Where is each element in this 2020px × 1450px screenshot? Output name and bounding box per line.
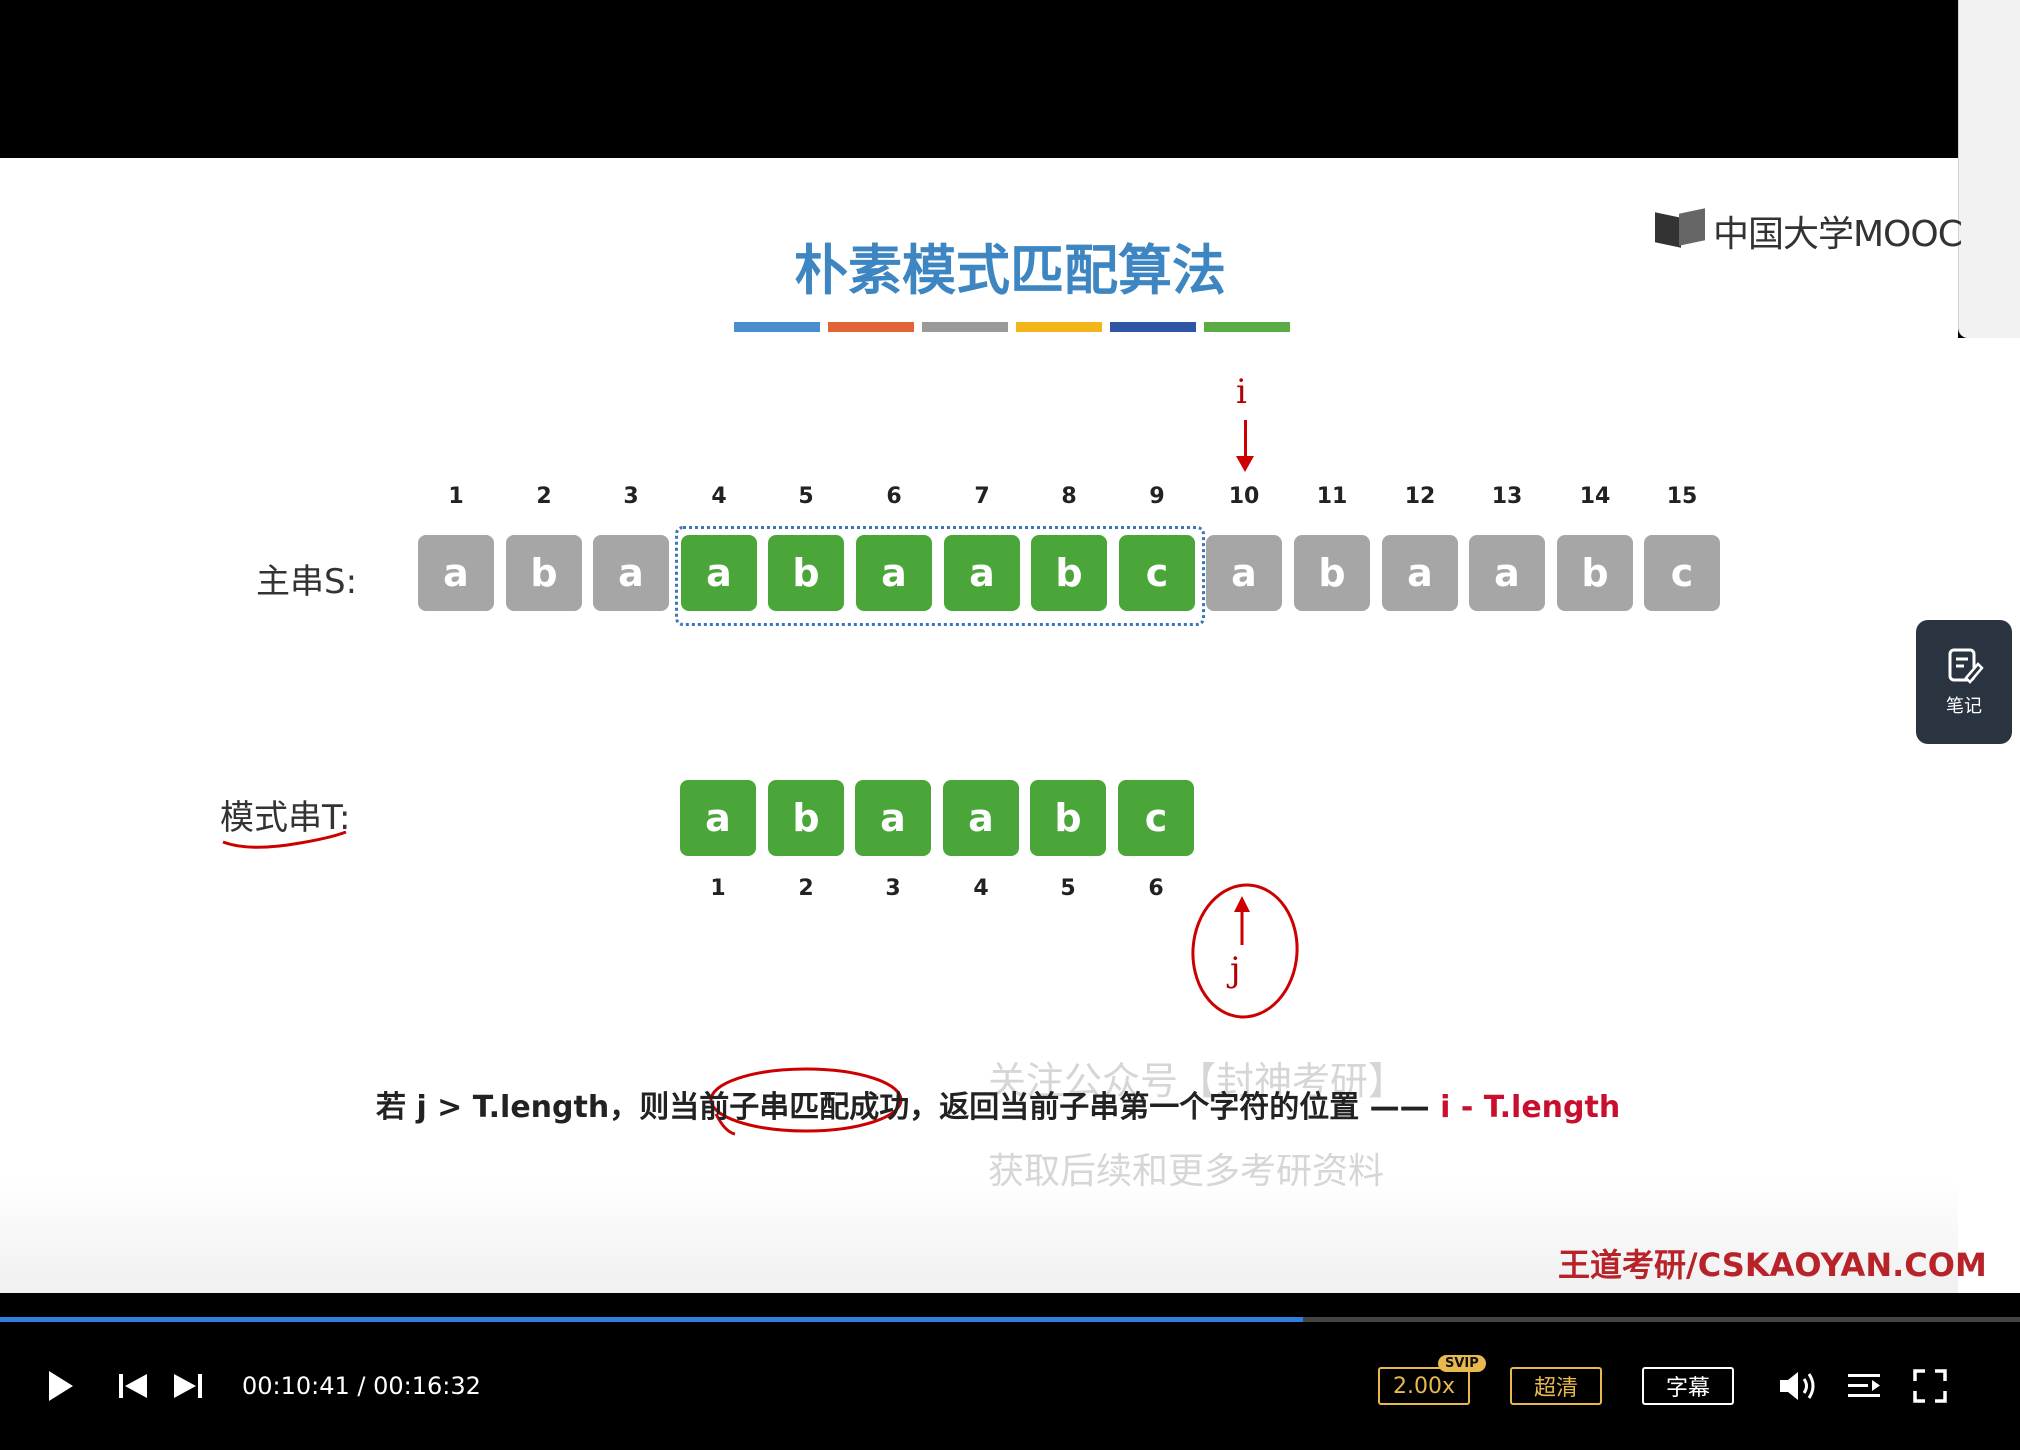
pointer-j-label: j	[1230, 950, 1241, 990]
pattern-label-underline	[222, 830, 347, 849]
watermark-line-1: 关注公众号【封神考研】	[988, 1059, 1407, 1103]
condition-result: i - T.length	[1440, 1090, 1621, 1125]
svip-badge: SVIP	[1438, 1355, 1486, 1372]
subtitle-button[interactable]: 字幕	[1642, 1367, 1734, 1405]
main-char-cell: a	[1206, 535, 1282, 611]
main-index-label: 10	[1228, 484, 1260, 509]
time-display: 00:10:41 / 00:16:32	[242, 1372, 481, 1400]
video-top-letterbox	[0, 0, 1958, 158]
pattern-char-cell: a	[680, 780, 756, 856]
main-char-cell: a	[1469, 535, 1545, 611]
title-color-bar	[734, 322, 1290, 332]
main-char-cell: a	[944, 535, 1020, 611]
pattern-index-label: 2	[798, 876, 814, 901]
main-char-cell: c	[1119, 535, 1195, 611]
main-index-label: 13	[1491, 484, 1523, 509]
mooc-logo-text: 中国大学MOOC	[1713, 214, 1963, 255]
match-condition-text: 若 j > T.length，则当前子串匹配成功，返回当前子串第一个字符的位置 …	[376, 1082, 1620, 1126]
title-color-segment	[1204, 322, 1290, 332]
main-index-label: 11	[1316, 484, 1348, 509]
main-index-label: 12	[1404, 484, 1436, 509]
slide-title: 朴素模式匹配算法	[794, 239, 1226, 302]
pointer-j-circle	[1191, 883, 1299, 1019]
skip-next-icon	[174, 1374, 202, 1398]
title-color-segment	[734, 322, 820, 332]
pattern-index-label: 1	[710, 876, 726, 901]
main-index-label: 2	[536, 484, 552, 509]
pattern-char-cell: a	[943, 780, 1019, 856]
main-index-label: 5	[798, 484, 814, 509]
pointer-i-label: i	[1236, 372, 1247, 412]
main-char-cell: b	[1031, 535, 1107, 611]
fullscreen-icon	[1913, 1369, 1947, 1403]
main-index-label: 1	[448, 484, 464, 509]
notes-button[interactable]: 笔记	[1916, 620, 2012, 744]
main-index-label: 14	[1579, 484, 1611, 509]
pointer-i-arrow	[1236, 420, 1254, 472]
match-success-tail	[714, 1113, 736, 1136]
match-success-circle	[709, 1067, 903, 1133]
main-index-label: 6	[886, 484, 902, 509]
main-char-cell: a	[681, 535, 757, 611]
fullscreen-button[interactable]	[1910, 1366, 1950, 1406]
playlist-icon	[1848, 1374, 1880, 1397]
main-char-cell: b	[1294, 535, 1370, 611]
playback-speed-button[interactable]: 2.00x	[1378, 1367, 1470, 1405]
main-index-label: 3	[623, 484, 639, 509]
condition-sentence: 若 j > T.length，则当前子串匹配成功，返回当前子串第一个字符的位置 …	[376, 1090, 1441, 1125]
pattern-string-label: 模式串T:	[220, 798, 351, 838]
main-index-label: 8	[1061, 484, 1077, 509]
main-char-cell: a	[1382, 535, 1458, 611]
pattern-index-label: 3	[885, 876, 901, 901]
progress-played	[0, 1317, 1303, 1322]
pattern-char-cell: a	[855, 780, 931, 856]
notes-label: 笔记	[1946, 696, 1982, 717]
play-icon	[49, 1371, 73, 1401]
mooc-logo: 中国大学MOOC	[1655, 205, 1963, 257]
main-index-label: 4	[711, 484, 727, 509]
current-substring-box	[675, 526, 1205, 626]
volume-button[interactable]	[1776, 1366, 1820, 1406]
quality-button[interactable]: 超清	[1510, 1367, 1602, 1405]
watermark-line-2: 获取后续和更多考研资料	[988, 1151, 1385, 1192]
main-char-cell: b	[506, 535, 582, 611]
main-char-cell: a	[856, 535, 932, 611]
pattern-char-cell: c	[1118, 780, 1194, 856]
title-color-segment	[828, 322, 914, 332]
video-slide-margin	[1958, 338, 2020, 1293]
next-button[interactable]	[168, 1366, 208, 1406]
main-char-cell: b	[768, 535, 844, 611]
pattern-char-cell: b	[1030, 780, 1106, 856]
pattern-char-cell: b	[768, 780, 844, 856]
volume-icon	[1780, 1372, 1815, 1400]
pointer-j-arrowhead	[1234, 896, 1250, 912]
play-button[interactable]	[40, 1366, 80, 1406]
notes-icon	[1948, 648, 1984, 684]
main-string-label: 主串S:	[256, 562, 358, 602]
video-slide	[0, 158, 1958, 1293]
title-color-segment	[922, 322, 1008, 332]
main-char-cell: a	[593, 535, 669, 611]
playlist-button[interactable]	[1844, 1366, 1884, 1406]
previous-button[interactable]	[113, 1366, 153, 1406]
main-char-cell: a	[418, 535, 494, 611]
pattern-index-label: 5	[1060, 876, 1076, 901]
skip-previous-icon	[119, 1374, 147, 1398]
footer-brand: 王道考研/CSKAOYAN.COM	[1558, 1246, 1987, 1284]
title-color-segment	[1016, 322, 1102, 332]
title-color-segment	[1110, 322, 1196, 332]
main-char-cell: c	[1644, 535, 1720, 611]
side-panel-edge	[1958, 0, 2020, 338]
main-index-label: 15	[1666, 484, 1698, 509]
pattern-index-label: 4	[973, 876, 989, 901]
main-char-cell: b	[1557, 535, 1633, 611]
main-index-label: 7	[974, 484, 990, 509]
main-index-label: 9	[1149, 484, 1165, 509]
pattern-index-label: 6	[1148, 876, 1164, 901]
